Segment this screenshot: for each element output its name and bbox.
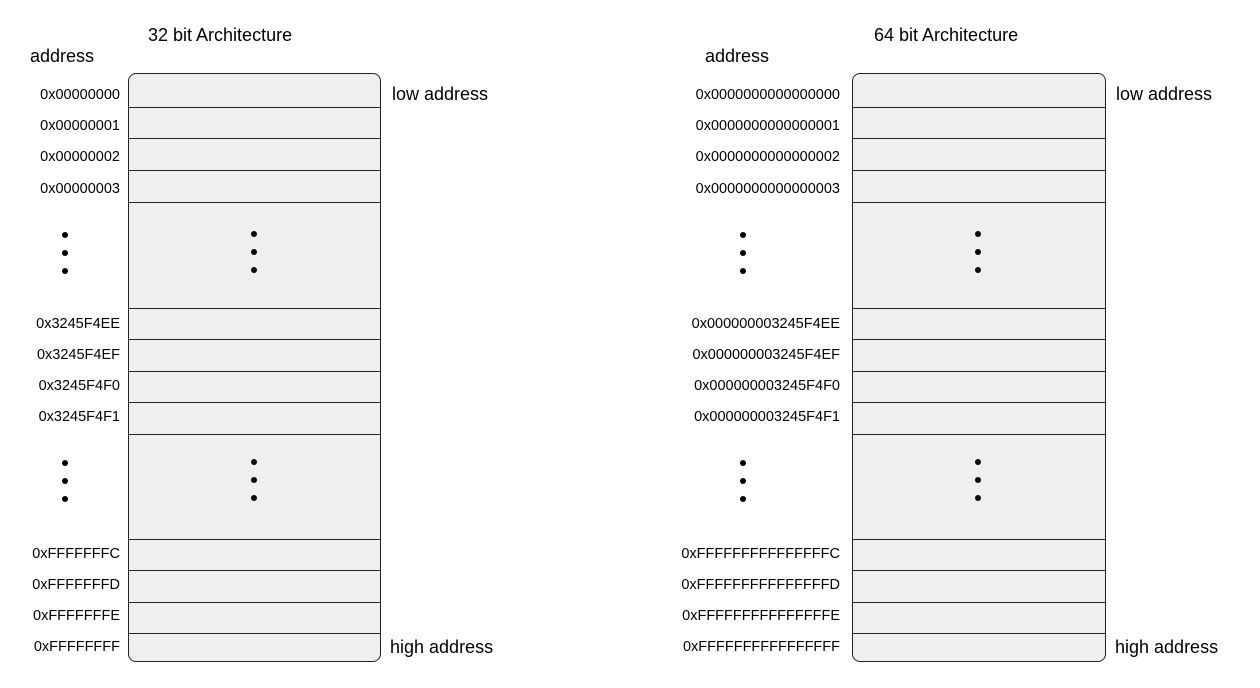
memory-cell: [853, 539, 1105, 570]
address-label: 0xFFFFFFFFFFFFFFFF: [682, 639, 840, 655]
ellipsis-dots: [250, 231, 258, 275]
ellipsis-dots: [739, 232, 747, 276]
address-label: 0xFFFFFFFFFFFFFFFE: [682, 608, 840, 624]
address-label: 0x3245F4EE: [36, 316, 120, 332]
low-address-label: low address: [1116, 84, 1213, 104]
ellipsis-dots: [974, 231, 982, 275]
memory-gap: [129, 202, 380, 308]
memory-cell: [129, 74, 380, 107]
memory-cell: [129, 402, 380, 434]
address-label: 0xFFFFFFFFFFFFFFFD: [681, 577, 840, 593]
memory-cell: [853, 107, 1105, 138]
ellipsis-dots: [739, 460, 747, 504]
address-label: 0x000000003245F4F1: [694, 409, 840, 425]
address-label: 0x3245F4EF: [36, 347, 120, 363]
memory-block: [852, 73, 1106, 662]
diagram-title: 64 bit Architecture: [874, 25, 1019, 45]
memory-cell: [129, 371, 380, 402]
memory-cell: [129, 602, 380, 633]
memory-cell: [129, 170, 380, 202]
address-label: 0x0000000000000003: [695, 181, 840, 197]
address-label: 0x0000000000000000: [695, 87, 840, 103]
memory-gap: [129, 434, 380, 539]
memory-cell: [129, 107, 380, 138]
panel-32-bit: 32 bit Architecture address 0x00000000 0…: [30, 25, 494, 662]
address-label: 0xFFFFFFFC: [32, 546, 120, 562]
address-column-header: address: [30, 46, 95, 66]
address-label: 0x0000000000000002: [695, 149, 840, 165]
address-label: 0x000000003245F4EF: [692, 347, 840, 363]
address-label: 0xFFFFFFFD: [32, 577, 120, 593]
address-label: 0x3245F4F0: [38, 378, 120, 394]
address-label: 0x00000000: [40, 87, 120, 103]
memory-cell: [853, 308, 1105, 339]
panel-64-bit: 64 bit Architecture address 0x0000000000…: [630, 0, 1260, 688]
diagram-title: 32 bit Architecture: [148, 25, 293, 45]
ellipsis-dots: [250, 459, 258, 503]
address-label: 0x00000001: [40, 118, 120, 134]
memory-gap: [853, 434, 1105, 539]
memory-cell: [129, 539, 380, 570]
memory-cell: [853, 170, 1105, 202]
memory-cell: [129, 570, 380, 602]
memory-block: [128, 73, 381, 662]
memory-cell: [853, 138, 1105, 170]
memory-cell: [853, 74, 1105, 107]
high-address-label: high address: [390, 637, 494, 657]
address-label: 0x0000000000000001: [695, 118, 840, 134]
address-label: 0xFFFFFFFF: [33, 639, 120, 655]
ellipsis-dots: [61, 460, 69, 504]
ellipsis-dots: [61, 232, 69, 276]
memory-cell: [129, 138, 380, 170]
address-label: 0x00000002: [40, 149, 120, 165]
address-column-header: address: [705, 46, 770, 66]
memory-cell: [853, 402, 1105, 434]
memory-cell: [853, 602, 1105, 633]
address-label: 0xFFFFFFFFFFFFFFFC: [681, 546, 840, 562]
memory-cell: [853, 570, 1105, 602]
address-label: 0x3245F4F1: [38, 409, 120, 425]
address-label: 0x00000003: [40, 181, 120, 197]
low-address-label: low address: [392, 84, 489, 104]
memory-cell: [853, 371, 1105, 402]
address-label: 0xFFFFFFFE: [33, 608, 120, 624]
memory-cell: [129, 339, 380, 371]
address-label: 0x000000003245F4EE: [691, 316, 840, 332]
memory-cell: [129, 633, 380, 661]
memory-cell: [129, 308, 380, 339]
high-address-label: high address: [1115, 637, 1219, 657]
memory-cell: [853, 339, 1105, 371]
ellipsis-dots: [974, 459, 982, 503]
memory-gap: [853, 202, 1105, 308]
memory-cell: [853, 633, 1105, 661]
address-label: 0x000000003245F4F0: [694, 378, 840, 394]
